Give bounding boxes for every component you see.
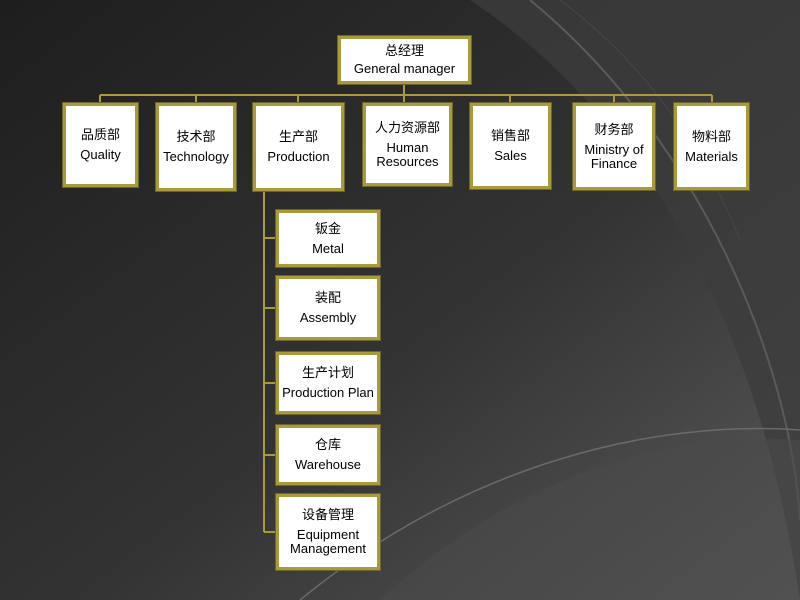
node-cn-label: 总经理 xyxy=(384,44,424,59)
node-cn-label: 仓库 xyxy=(314,438,341,453)
node-en-label: Quality xyxy=(80,147,121,162)
node-sales: 销售部 Sales xyxy=(469,102,552,190)
node-cn-label: 钣金 xyxy=(314,221,341,237)
node-en-label: Equipment Management xyxy=(290,527,366,556)
node-en-label: Sales xyxy=(494,148,527,163)
node-cn-label: 品质部 xyxy=(80,128,120,143)
node-en-label: Ministry of Finance xyxy=(584,141,644,171)
node-cn-label: 生产部 xyxy=(278,130,318,145)
node-cn-label: 人力资源部 xyxy=(374,120,440,136)
node-cn-label: 销售部 xyxy=(490,129,530,144)
node-cn-label: 生产计划 xyxy=(301,366,354,381)
node-human-resources: 人力资源部 Human Resources xyxy=(362,102,453,187)
node-production: 生产部 Production xyxy=(252,102,345,192)
node-cn-label: 技术部 xyxy=(176,130,216,145)
node-en-label: Technology xyxy=(163,149,229,164)
node-warehouse: 仓库 Warehouse xyxy=(275,424,381,486)
node-production-plan: 生产计划 Production Plan xyxy=(275,351,381,415)
node-en-label: Production Plan xyxy=(282,385,374,400)
node-cn-label: 设备管理 xyxy=(301,508,354,523)
node-equipment-management: 设备管理 Equipment Management xyxy=(275,493,381,571)
node-general-manager: 总经理 General manager xyxy=(337,35,472,85)
node-quality: 品质部 Quality xyxy=(62,102,139,188)
node-cn-label: 财务部 xyxy=(594,122,634,138)
node-en-label: Assembly xyxy=(299,310,357,325)
node-metal: 钣金 Metal xyxy=(275,209,381,268)
node-finance: 财务部 Ministry of Finance xyxy=(572,102,656,191)
node-materials: 物料部 Materials xyxy=(673,102,750,191)
node-en-label: Materials xyxy=(685,148,738,164)
node-cn-label: 装配 xyxy=(314,291,341,306)
node-en-label: Production xyxy=(267,149,330,164)
node-en-label: Human Resources xyxy=(376,139,439,169)
node-en-label: General manager xyxy=(353,61,456,76)
node-en-label: Metal xyxy=(312,240,344,256)
node-cn-label: 物料部 xyxy=(691,129,731,145)
node-en-label: Warehouse xyxy=(295,457,361,472)
node-assembly: 装配 Assembly xyxy=(275,275,381,341)
node-technology: 技术部 Technology xyxy=(155,102,237,192)
